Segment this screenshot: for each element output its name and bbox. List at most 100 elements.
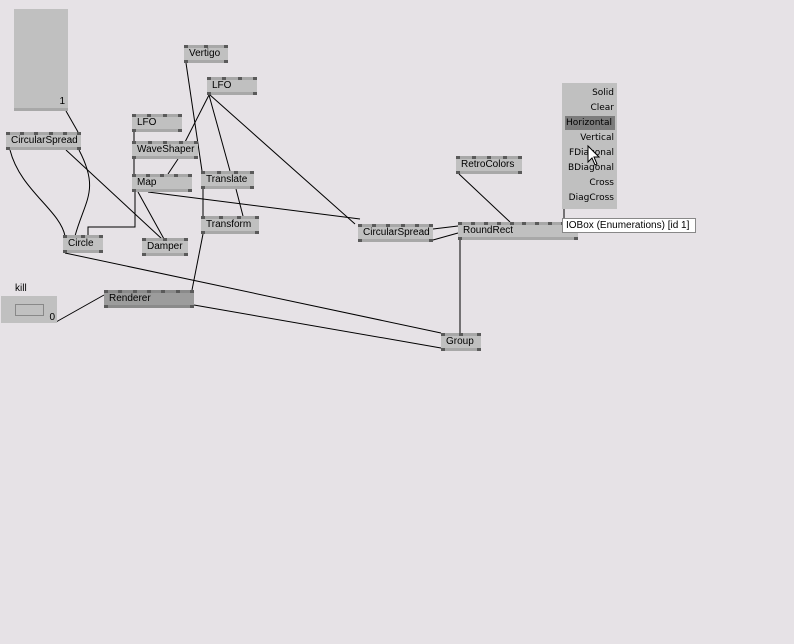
input-pin[interactable]	[132, 114, 136, 117]
node-transform[interactable]: Transform	[201, 216, 259, 234]
input-pin[interactable]	[372, 224, 377, 227]
input-pin[interactable]	[456, 156, 460, 159]
input-pin[interactable]	[147, 114, 152, 117]
output-pin[interactable]	[104, 305, 108, 308]
node-circularspread[interactable]: CircularSpread	[6, 132, 81, 150]
input-pin[interactable]	[99, 235, 103, 238]
input-pin[interactable]	[458, 222, 462, 225]
output-pin[interactable]	[518, 171, 522, 174]
input-pin[interactable]	[535, 222, 540, 225]
input-pin[interactable]	[161, 290, 166, 293]
input-pin[interactable]	[118, 290, 123, 293]
input-pin[interactable]	[194, 141, 198, 144]
output-pin[interactable]	[184, 60, 188, 63]
input-pin[interactable]	[217, 171, 222, 174]
output-pin[interactable]	[188, 189, 192, 192]
node-map[interactable]: Map	[132, 174, 192, 192]
input-pin[interactable]	[470, 222, 475, 225]
input-pin[interactable]	[250, 171, 254, 174]
output-pin[interactable]	[184, 253, 188, 256]
output-pin[interactable]	[250, 186, 254, 189]
output-pin[interactable]	[99, 250, 103, 253]
node-retrocolors[interactable]: RetroColors	[456, 156, 522, 174]
input-pin[interactable]	[174, 174, 178, 177]
output-pin[interactable]	[194, 156, 198, 159]
input-pin[interactable]	[201, 216, 205, 219]
output-pin[interactable]	[207, 92, 211, 95]
input-pin[interactable]	[233, 171, 238, 174]
input-pin[interactable]	[201, 171, 205, 174]
output-pin[interactable]	[63, 250, 67, 253]
enum-item-diagcross[interactable]: DiagCross	[568, 193, 614, 203]
output-pin[interactable]	[77, 147, 81, 150]
input-pin[interactable]	[188, 174, 192, 177]
input-pin[interactable]	[400, 224, 405, 227]
output-pin[interactable]	[456, 171, 460, 174]
output-pin[interactable]	[178, 129, 182, 132]
input-pin[interactable]	[237, 216, 241, 219]
input-pin[interactable]	[163, 238, 167, 241]
output-pin[interactable]	[477, 348, 481, 351]
enum-item-fdiagonal[interactable]: FDiagonal	[568, 148, 614, 158]
enum-item-cross[interactable]: Cross	[589, 178, 614, 188]
input-pin[interactable]	[237, 77, 242, 80]
output-pin[interactable]	[253, 92, 257, 95]
output-pin[interactable]	[142, 253, 146, 256]
input-pin[interactable]	[20, 132, 25, 135]
input-pin[interactable]	[429, 224, 433, 227]
output-pin[interactable]	[224, 60, 228, 63]
enum-item-horizontal[interactable]: Horizontal	[565, 116, 615, 130]
input-pin[interactable]	[147, 141, 152, 144]
input-pin[interactable]	[77, 132, 81, 135]
node-circle[interactable]: Circle	[63, 235, 103, 253]
input-pin[interactable]	[224, 45, 228, 48]
input-pin[interactable]	[142, 238, 146, 241]
input-pin[interactable]	[175, 290, 180, 293]
node-waveshaper[interactable]: WaveShaper	[132, 141, 198, 159]
output-pin[interactable]	[190, 305, 194, 308]
output-pin[interactable]	[201, 231, 205, 234]
input-pin[interactable]	[509, 222, 514, 225]
output-pin[interactable]	[132, 189, 136, 192]
input-pin[interactable]	[441, 333, 445, 336]
input-pin[interactable]	[160, 174, 164, 177]
node-circularspread-2[interactable]: CircularSpread	[358, 224, 433, 242]
input-pin[interactable]	[81, 235, 85, 238]
input-pin[interactable]	[522, 222, 527, 225]
input-pin[interactable]	[477, 333, 481, 336]
input-pin[interactable]	[386, 224, 391, 227]
input-pin[interactable]	[483, 222, 488, 225]
input-pin[interactable]	[162, 114, 167, 117]
enum-item-clear[interactable]: Clear	[590, 103, 614, 113]
input-pin[interactable]	[471, 156, 476, 159]
input-pin[interactable]	[34, 132, 39, 135]
input-pin[interactable]	[518, 156, 522, 159]
input-pin[interactable]	[6, 132, 10, 135]
input-pin[interactable]	[146, 174, 150, 177]
input-pin[interactable]	[414, 224, 419, 227]
input-pin[interactable]	[184, 238, 188, 241]
input-pin[interactable]	[219, 216, 223, 219]
input-pin[interactable]	[132, 141, 136, 144]
node-renderer[interactable]: Renderer	[104, 290, 194, 308]
output-pin[interactable]	[132, 129, 136, 132]
input-pin[interactable]	[502, 156, 507, 159]
input-pin[interactable]	[548, 222, 553, 225]
node-roundrect[interactable]: RoundRect	[458, 222, 578, 240]
output-pin[interactable]	[441, 348, 445, 351]
input-pin[interactable]	[207, 77, 211, 80]
input-pin[interactable]	[132, 174, 136, 177]
output-pin[interactable]	[358, 239, 362, 242]
value-iobox[interactable]: 1	[14, 9, 68, 111]
input-pin[interactable]	[132, 290, 137, 293]
kill-toggle-iobox[interactable]: 0	[1, 296, 57, 323]
input-pin[interactable]	[222, 77, 227, 80]
node-group[interactable]: Group	[441, 333, 481, 351]
node-lfo-2[interactable]: LFO	[207, 77, 257, 95]
toggle-button[interactable]	[15, 304, 44, 316]
enum-item-bdiagonal[interactable]: BDiagonal	[567, 163, 614, 173]
input-pin[interactable]	[63, 235, 67, 238]
input-pin[interactable]	[104, 290, 108, 293]
output-pin[interactable]	[255, 231, 259, 234]
output-pin[interactable]	[132, 156, 136, 159]
